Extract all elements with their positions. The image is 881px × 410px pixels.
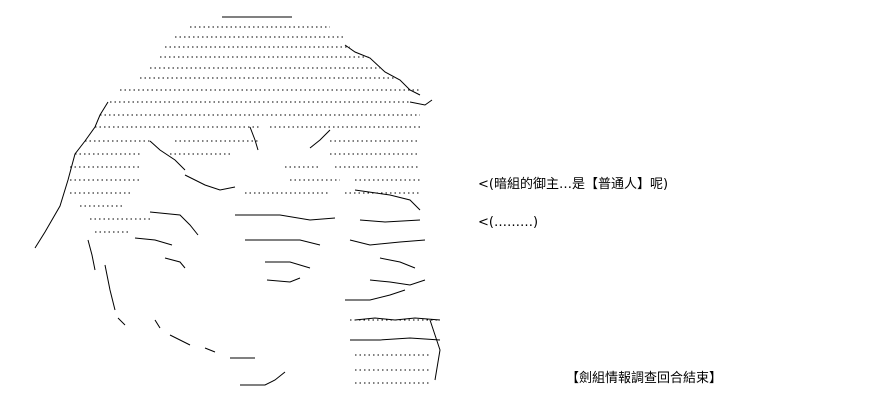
dialogue-line-1: <(暗組的御主…是【普通人】呢) — [478, 177, 669, 192]
neck-lines — [87, 239, 161, 329]
right-eye — [235, 189, 426, 269]
caption-text: 【劍組情報調查回合結束】 — [566, 371, 723, 386]
left-eye — [134, 174, 236, 269]
dialogue-line-2: <(………) — [478, 215, 539, 230]
hair-dots — [70, 26, 440, 384]
face-lower — [169, 257, 441, 386]
hair-outline — [34, 44, 433, 249]
